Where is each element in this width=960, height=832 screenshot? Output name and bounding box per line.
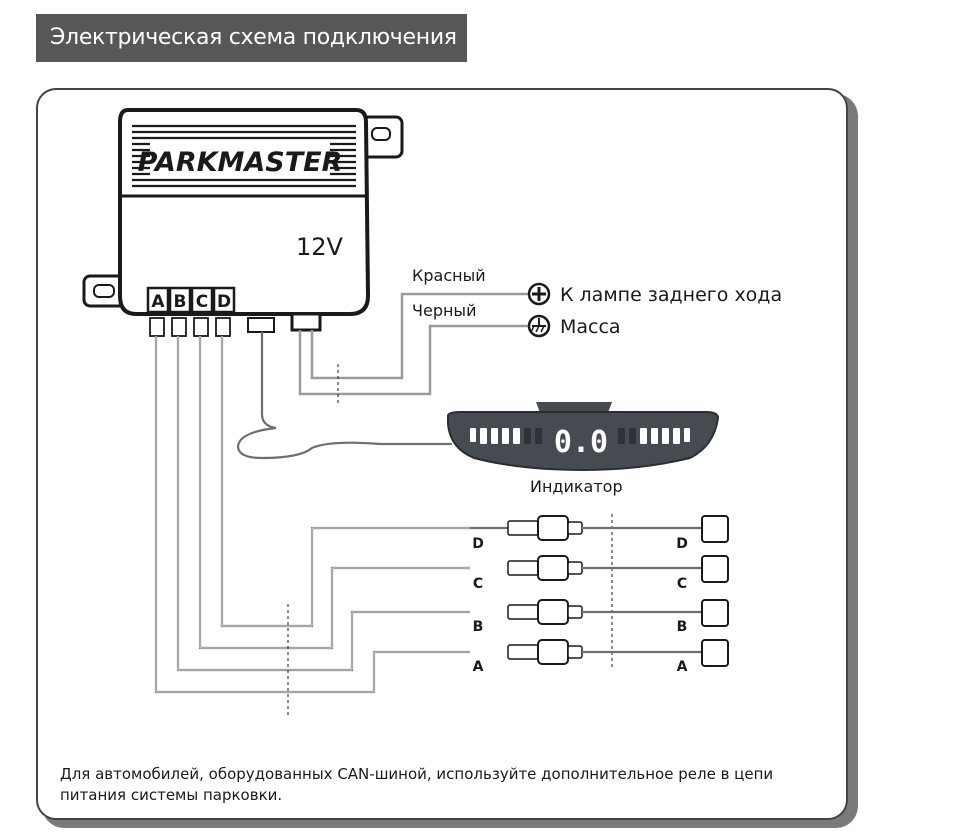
svg-text:A: A: [151, 292, 165, 312]
plug-b: [171, 317, 187, 337]
svg-text:D: D: [472, 536, 484, 552]
svg-text:C: C: [196, 292, 208, 312]
indicator-display: 0.0: [447, 402, 720, 472]
unit-body: [118, 108, 371, 316]
port-box-d: D: [212, 286, 236, 314]
reverse-lamp-label: К лампе заднего хода: [560, 284, 782, 306]
sensor-row-c: C C: [473, 555, 729, 592]
black-wire: [298, 324, 528, 396]
sensor-row-a: A A: [473, 639, 729, 675]
brand-logo: PARKMASTER: [138, 147, 343, 178]
wire-a: [154, 336, 470, 694]
sensor-wires: [154, 332, 470, 694]
black-wire-label: Черный: [412, 301, 476, 320]
footnote-line-2: питания системы парковки.: [60, 786, 283, 804]
indicator-socket: [247, 317, 275, 333]
sensor-c: [701, 555, 729, 583]
indicator-label: Индикатор: [530, 477, 623, 496]
sensor-d: [701, 515, 729, 543]
plug-c: [193, 317, 209, 337]
ground-icon: [527, 314, 551, 338]
indicator-left-bars: [470, 428, 542, 444]
indicator-right-bars: [618, 428, 690, 444]
voltage-label: 12V: [296, 233, 344, 261]
wiring-diagram: PARKMASTER 12V A B C D: [82, 108, 782, 716]
header-bar: Электрическая схема подключения: [36, 14, 467, 62]
plug-a: [149, 317, 165, 337]
port-box-b: B: [168, 286, 192, 314]
red-wire-label: Красный: [412, 266, 486, 285]
sensor-row-d: D D: [470, 515, 729, 552]
svg-text:D: D: [676, 536, 688, 552]
sensor-a: [701, 639, 729, 667]
control-unit: PARKMASTER 12V A B C D: [82, 108, 404, 337]
power-wires: [298, 292, 528, 396]
unit-grille: [132, 124, 356, 188]
svg-text:A: A: [677, 659, 688, 675]
red-wire: [310, 292, 528, 380]
footnote: Для автомобилей, оборудованных CAN-шиной…: [60, 764, 840, 806]
svg-text:C: C: [677, 576, 687, 592]
port-box-c: C: [190, 286, 214, 314]
indicator-body: [447, 411, 720, 472]
page-title: Электрическая схема подключения: [50, 25, 457, 50]
indicator-cable: [236, 332, 452, 460]
wire-d: [220, 336, 470, 628]
plug-d: [215, 317, 231, 337]
footnote-line-1: Для автомобилей, оборудованных CAN-шиной…: [60, 765, 774, 783]
port-box-a: A: [146, 286, 170, 314]
svg-text:B: B: [677, 619, 688, 635]
cut-marks: [287, 364, 613, 716]
power-socket: [290, 312, 322, 332]
svg-text:D: D: [217, 292, 231, 312]
svg-text:B: B: [174, 292, 187, 312]
svg-text:C: C: [473, 576, 483, 592]
svg-text:B: B: [473, 619, 484, 635]
sensor-row-b: B B: [473, 599, 729, 635]
svg-text:A: A: [473, 659, 484, 675]
sensor-b: [701, 599, 729, 627]
ground-label: Масса: [560, 316, 621, 338]
indicator-digits: 0.0: [554, 425, 608, 460]
plus-icon: [527, 282, 551, 306]
